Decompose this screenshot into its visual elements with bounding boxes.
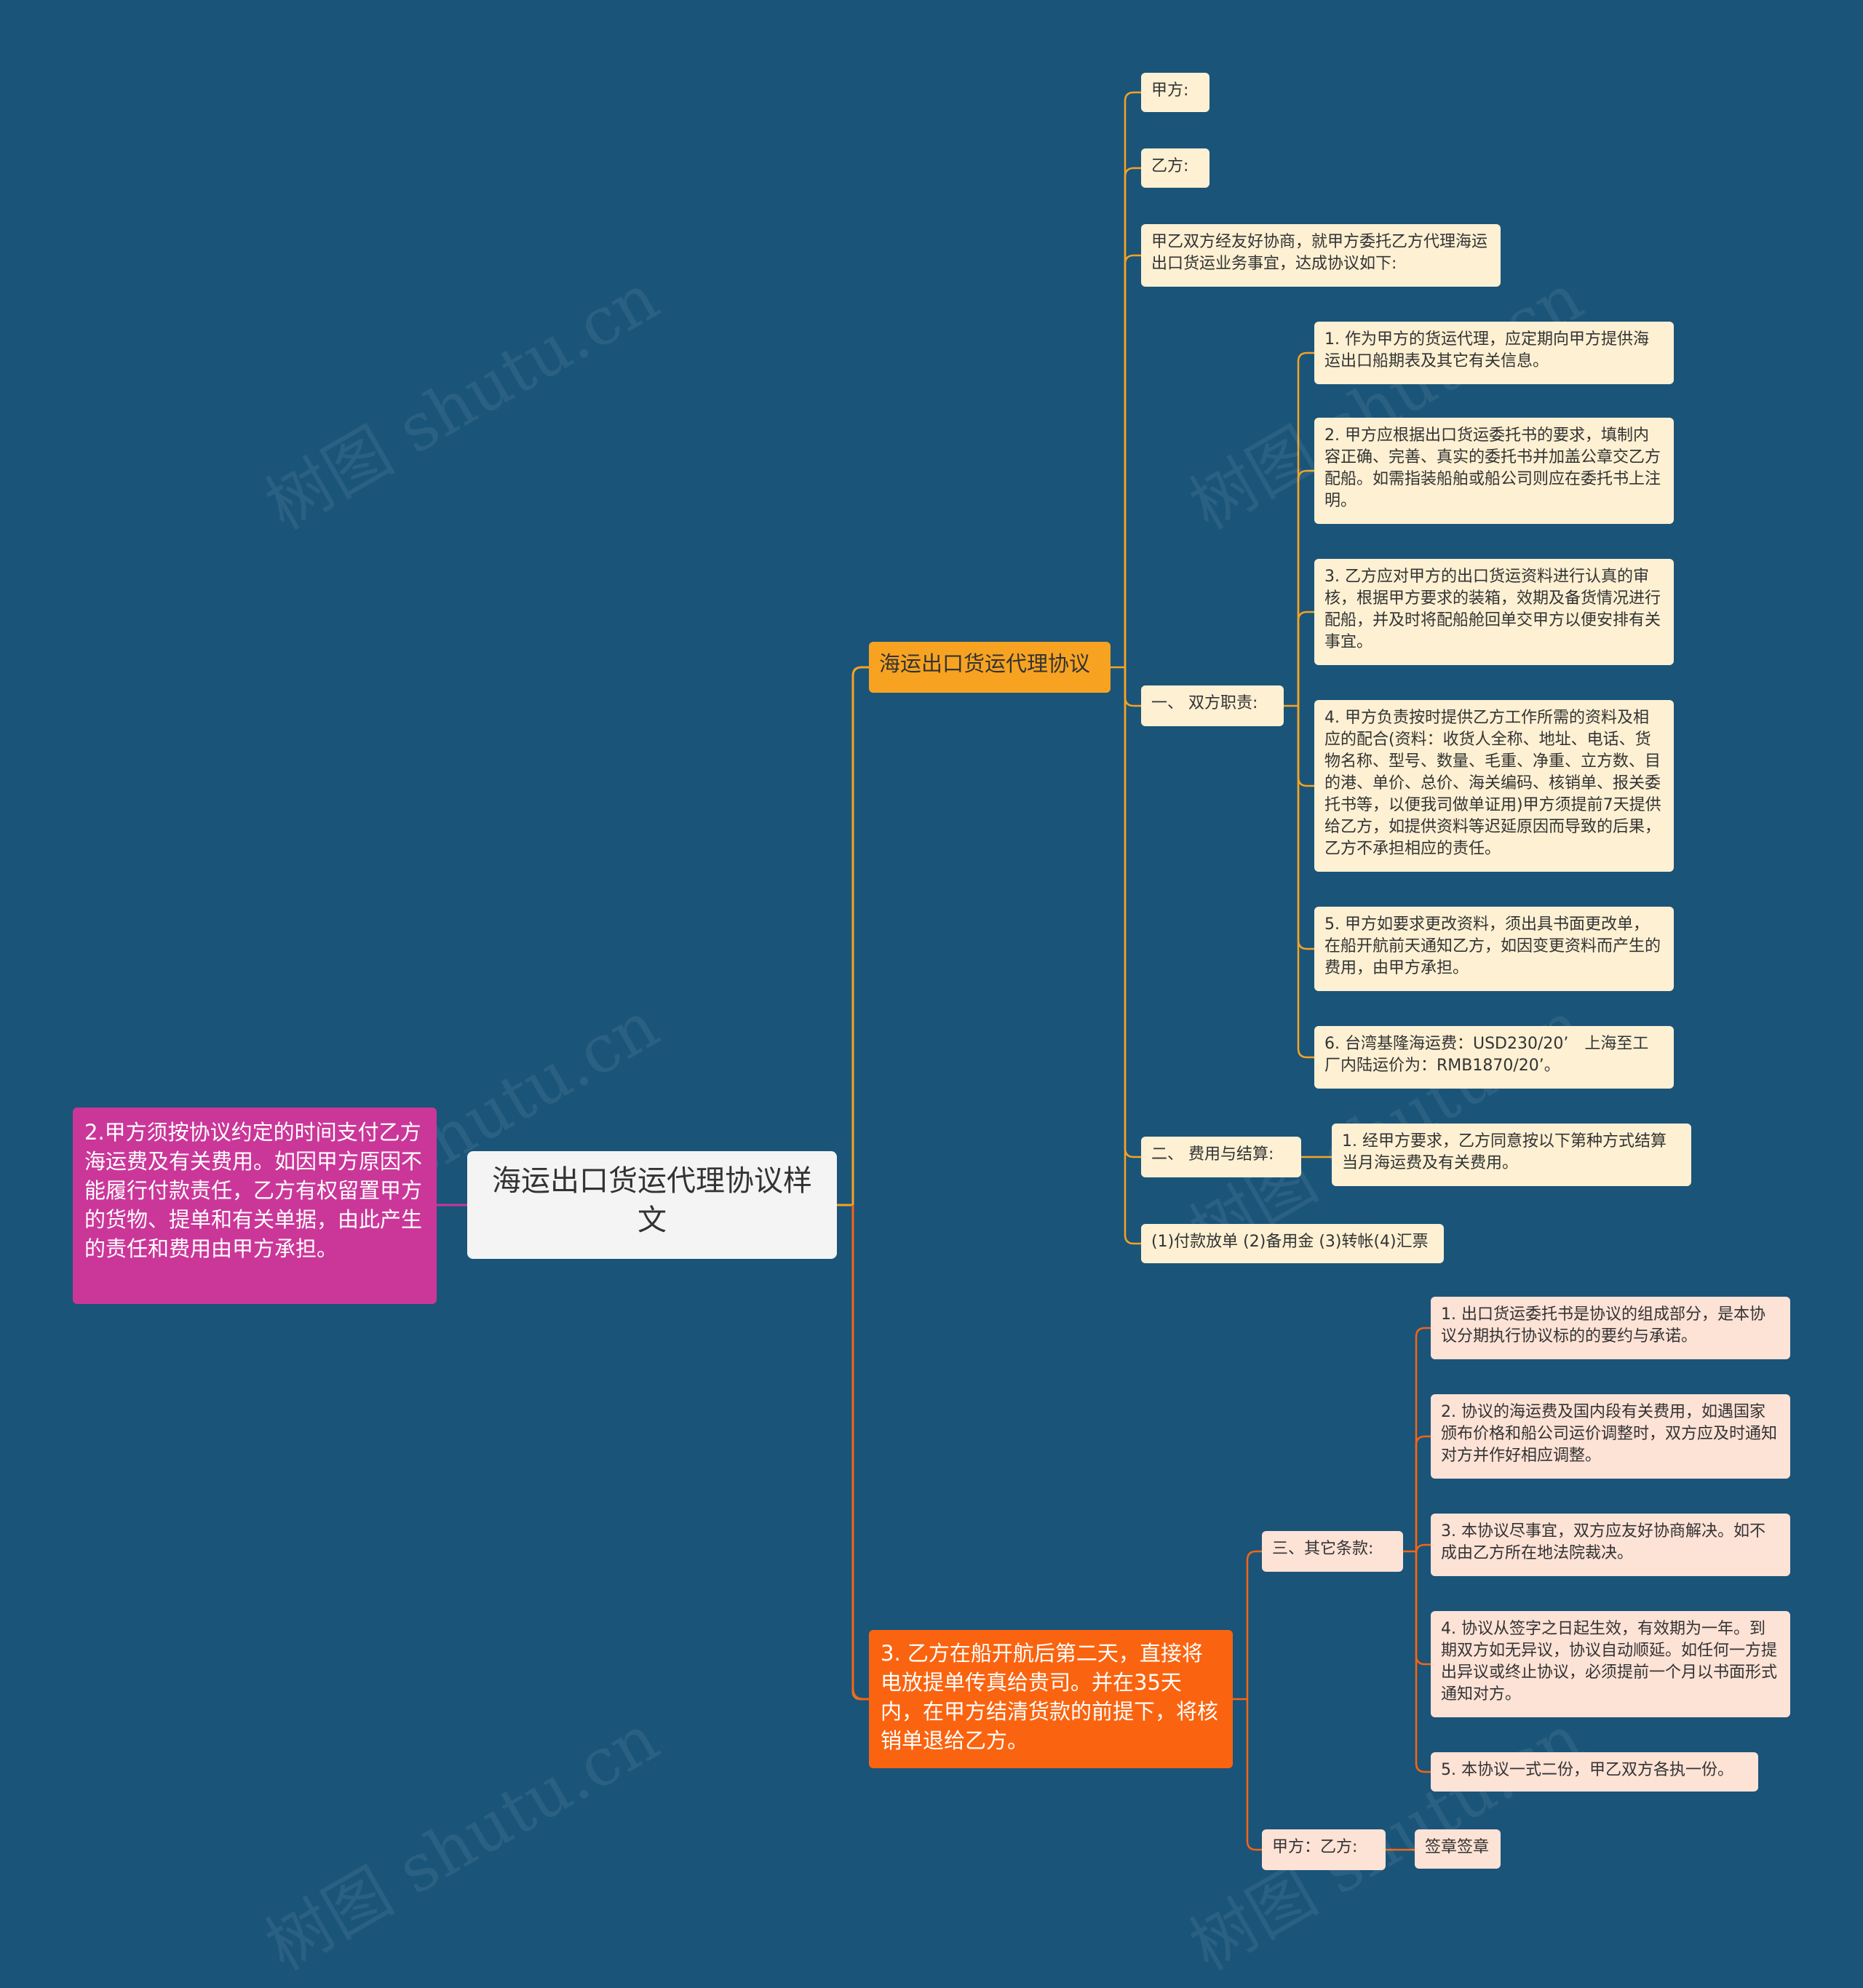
connector-line	[851, 1205, 869, 1701]
duty-item[interactable]: 4. 甲方负责按时提供乙方工作所需的资料及相应的配合(资料：收货人全称、地址、电…	[1314, 700, 1674, 872]
other-term-item[interactable]: 3. 本协议尽事宜，双方应友好协商解决。如不成由乙方所在地法院裁决。	[1431, 1514, 1790, 1576]
connector-line	[1415, 1543, 1431, 1554]
connector-line	[1415, 1327, 1431, 1551]
duty-item[interactable]: 6. 台湾基隆海运费：USD230/20’ 上海至工厂内陆运价为：RMB1870…	[1314, 1026, 1674, 1089]
connector-lines	[437, 91, 1431, 1851]
connector-line	[1124, 667, 1141, 707]
party-a-node[interactable]: 甲方:	[1141, 73, 1209, 112]
duty-item[interactable]: 2. 甲方应根据出口货运委托书的要求，填制内容正确、完善、真实的委托书并加盖公章…	[1314, 418, 1674, 524]
mind-map: 树图 shutu.cn 树图 shutu.cn 树图 shutu.cn 树图 s…	[73, 73, 1790, 1985]
other-terms-node[interactable]: 三、其它条款:	[1262, 1531, 1403, 1572]
connector-line	[1297, 706, 1314, 950]
connector-line	[1124, 667, 1141, 1245]
connector-line	[1124, 254, 1141, 667]
fees-node[interactable]: 二、 费用与结算:	[1141, 1137, 1301, 1177]
connector-line	[1297, 611, 1314, 706]
duty-item[interactable]: 1. 作为甲方的货运代理，应定期向甲方提供海运出口船期表及其它有关信息。	[1314, 322, 1674, 384]
other-term-item[interactable]: 4. 协议从签字之日起生效，有效期为一年。到期双方如无异议，协议自动顺延。如任何…	[1431, 1611, 1790, 1717]
connector-line	[1124, 167, 1141, 667]
connector-line	[1124, 91, 1141, 667]
duties-node[interactable]: 一、 双方职责:	[1141, 685, 1284, 726]
connector-line	[1415, 1551, 1431, 1773]
root-topic[interactable]: 海运出口货运代理协议样文	[467, 1151, 837, 1259]
connector-line	[851, 1205, 869, 1701]
other-term-item[interactable]: 2. 协议的海运费及国内段有关费用，如遇国家颁布价格和船公司运价调整时，双方应及…	[1431, 1394, 1790, 1479]
connector-line	[1415, 1551, 1431, 1666]
intro-node[interactable]: 甲乙双方经友好协商，就甲方委托乙方代理海运出口货运业务事宜，达成协议如下:	[1141, 224, 1501, 287]
signature-node[interactable]: 甲方：乙方:	[1262, 1829, 1386, 1870]
connector-line	[1246, 1550, 1262, 1699]
connector-line	[1415, 1435, 1431, 1551]
party-b-node[interactable]: 乙方:	[1141, 148, 1209, 188]
branch-telex-release-node[interactable]: 3. 乙方在船开航后第二天，直接将电放提单传真给贵司。并在35天内，在甲方结清货…	[869, 1630, 1233, 1768]
connector-line	[1297, 469, 1314, 706]
payment-obligation-node[interactable]: 2.甲方须按协议约定的时间支付乙方海运费及有关费用。如因甲方原因不能履行付款责任…	[73, 1108, 437, 1304]
payment-methods-node[interactable]: (1)付款放单 (2)备用金 (3)转帐(4)汇票	[1141, 1224, 1444, 1263]
other-term-item[interactable]: 1. 出口货运委托书是协议的组成部分，是本协议分期执行协议标的的要约与承诺。	[1431, 1297, 1790, 1359]
duty-item[interactable]: 5. 甲方如要求更改资料，须出具书面更改单，在船开航前天通知乙方，如因变更资料而…	[1314, 907, 1674, 991]
branch-agreement-node[interactable]: 海运出口货运代理协议	[869, 642, 1111, 693]
connector-line	[1297, 706, 1314, 1059]
other-term-item[interactable]: 5. 本协议一式二份，甲乙双方各执一份。	[1431, 1752, 1758, 1792]
connector-line	[1124, 667, 1141, 1158]
connector-line	[1297, 706, 1314, 787]
connector-line	[1297, 351, 1314, 706]
signature-value-node[interactable]: 签章签章	[1415, 1829, 1501, 1869]
duty-item[interactable]: 3. 乙方应对甲方的出口货运资料进行认真的审核，根据甲方要求的装箱，效期及备货情…	[1314, 559, 1674, 665]
fees-item[interactable]: 1. 经甲方要求，乙方同意按以下第种方式结算当月海运费及有关费用。	[1332, 1124, 1691, 1186]
connector-line	[1246, 1699, 1262, 1851]
connector-line	[851, 666, 869, 1205]
